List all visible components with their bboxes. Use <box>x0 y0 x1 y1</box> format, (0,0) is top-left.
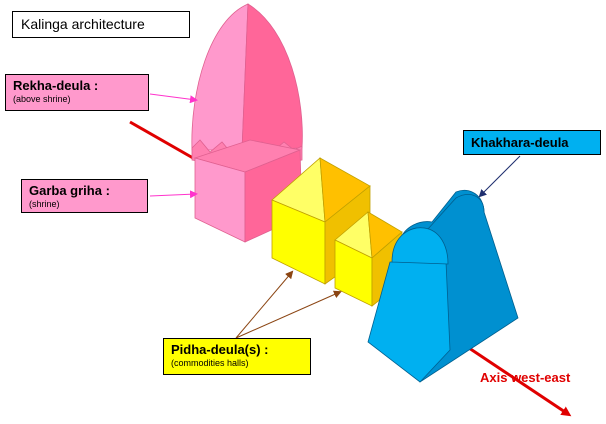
rekha-deula-note: (above shrine) <box>13 94 71 104</box>
garba-griha-name: Garba griha : <box>29 183 110 198</box>
garba-pointer <box>149 190 198 199</box>
axis-label: Axis west-east <box>480 370 571 385</box>
pidha-deula-label: Pidha-deula(s) : (commodities halls) <box>163 338 311 375</box>
garba-griha-label: Garba griha : (shrine) <box>21 179 148 213</box>
pidha-pointer-1 <box>235 270 294 339</box>
pidha-deula-note: (commodities halls) <box>171 358 249 368</box>
diagram-title: Kalinga architecture <box>21 16 145 32</box>
rekha-deula-name: Rekha-deula : <box>13 78 99 93</box>
garba-front <box>194 157 246 243</box>
khakhara-front-arch <box>391 227 449 265</box>
axis-line-west <box>129 120 201 164</box>
khakhara-pointer <box>478 155 521 198</box>
rekha-spire-left <box>191 3 249 151</box>
rekha-spire-right <box>241 3 303 151</box>
garba-griha-note: (shrine) <box>29 199 60 209</box>
khakhara-deula-label: Khakhara-deula <box>463 130 601 155</box>
pidha-deula-name: Pidha-deula(s) : <box>171 342 269 357</box>
axis-line-east <box>459 340 572 417</box>
pidha-pointer-2 <box>235 290 342 339</box>
khakhara-deula-shape <box>367 189 519 383</box>
rekha-pointer <box>149 93 198 104</box>
title-box: Kalinga architecture <box>12 11 190 38</box>
rekha-deula-shape <box>191 3 303 243</box>
khakhara-deula-name: Khakhara-deula <box>471 135 569 150</box>
rekha-deula-label: Rekha-deula : (above shrine) <box>5 74 149 111</box>
